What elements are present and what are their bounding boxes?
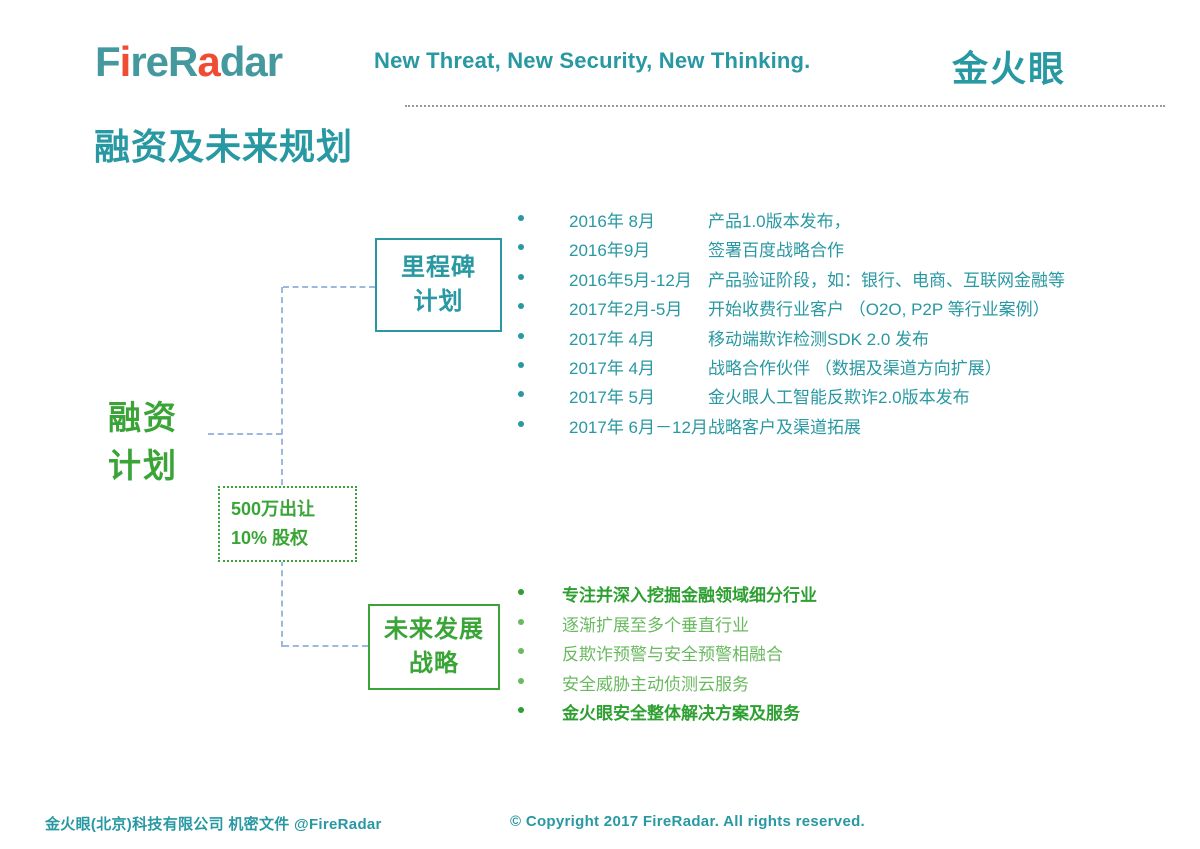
milestone-row: 2017年2月-5月 开始收费行业客户 （O2O, P2P 等行业案例） xyxy=(518,295,1050,320)
milestone-desc: 签署百度战略合作 xyxy=(708,241,844,261)
milestone-row: 2017年 5月 金火眼人工智能反欺诈2.0版本发布 xyxy=(518,383,970,408)
connector-vertical xyxy=(281,287,283,647)
bullet-icon xyxy=(518,244,524,251)
bullet-icon xyxy=(518,273,524,280)
milestone-row: 2016年5月-12月 产品验证阶段，如：银行、电商、互联网金融等 xyxy=(518,266,1065,291)
strategy-item: 逐渐扩展至多个垂直行业 xyxy=(518,611,749,636)
milestone-row: 2016年 8月 产品1.0版本发布， xyxy=(518,207,851,232)
brand-name-cn: 金火眼 xyxy=(952,48,1067,89)
milestone-row: 2017年 4月 战略合作伙伴 （数据及渠道方向扩展） xyxy=(518,354,1002,379)
future-strategy-line2: 战略 xyxy=(409,650,459,677)
logo-letter: F xyxy=(95,38,121,85)
logo-letter: dar xyxy=(219,38,283,85)
bullet-icon xyxy=(518,618,524,625)
milestone-date: 2017年2月-5月 xyxy=(569,300,683,320)
equity-offer-box: 500万出让 10% 股权 xyxy=(218,486,357,562)
bullet-icon xyxy=(518,648,524,654)
connector-root xyxy=(208,433,282,435)
header-divider xyxy=(405,105,1165,107)
financing-plan-label: 融资 计划 xyxy=(108,394,178,490)
equity-offer-line2: 10% 股权 xyxy=(231,528,309,548)
milestone-date: 2016年 8月 xyxy=(569,212,655,231)
milestone-desc: 金火眼人工智能反欺诈2.0版本发布 xyxy=(708,388,970,408)
connector-future xyxy=(283,645,368,647)
milestone-date: 2017年 5月 xyxy=(569,388,655,408)
milestone-row: 2017年 6月－12月 战略客户及渠道拓展 xyxy=(518,413,861,438)
bullet-icon xyxy=(518,707,524,713)
strategy-text: 专注并深入挖掘金融领域细分行业 xyxy=(562,586,817,605)
bullet-icon xyxy=(518,303,524,310)
milestone-desc: 战略客户及渠道拓展 xyxy=(708,417,861,437)
strategy-item: 金火眼安全整体解决方案及服务 xyxy=(518,699,800,724)
financing-plan-label-line2: 计划 xyxy=(108,447,178,484)
equity-offer-line1: 500万出让 xyxy=(231,499,316,519)
strategy-text: 逐渐扩展至多个垂直行业 xyxy=(562,615,749,635)
financing-plan-label-line1: 融资 xyxy=(108,399,178,436)
fireradar-logo: FireRadar xyxy=(95,38,283,86)
future-strategy-line1: 未来发展 xyxy=(384,616,484,643)
bullet-icon xyxy=(518,391,524,398)
strategy-item: 反欺诈预警与安全预警相融合 xyxy=(518,640,783,665)
bullet-icon xyxy=(518,420,524,427)
strategy-text: 安全威胁主动侦测云服务 xyxy=(562,674,749,694)
bullet-icon xyxy=(518,362,524,368)
footer-company-info: 金火眼(北京)科技有限公司 机密文件 @FireRadar xyxy=(45,816,382,833)
strategy-item: 安全威胁主动侦测云服务 xyxy=(518,670,749,695)
milestone-plan-line2: 计划 xyxy=(413,288,464,315)
bullet-icon xyxy=(518,332,524,339)
strategy-item: 专注并深入挖掘金融领域细分行业 xyxy=(518,581,817,606)
milestone-date: 2016年9月 xyxy=(569,241,651,261)
bullet-icon xyxy=(518,589,524,595)
milestone-plan-line1: 里程碑 xyxy=(401,254,476,281)
milestone-desc: 开始收费行业客户 （O2O, P2P 等行业案例） xyxy=(708,300,1050,320)
strategy-text: 金火眼安全整体解决方案及服务 xyxy=(562,704,800,723)
connector-milestone xyxy=(283,286,375,288)
milestone-row: 2017年 4月 移动端欺诈检测SDK 2.0 发布 xyxy=(518,325,929,350)
milestone-desc: 移动端欺诈检测SDK 2.0 发布 xyxy=(708,329,930,349)
footer-copyright: © Copyright 2017 FireRadar. All rights r… xyxy=(510,813,866,830)
logo-letter: a xyxy=(197,38,220,85)
milestone-desc: 产品1.0版本发布， xyxy=(708,212,851,231)
milestone-row: 2016年9月 签署百度战略合作 xyxy=(518,236,844,261)
milestone-date: 2017年 4月 xyxy=(569,329,655,349)
future-strategy-box: 未来发展 战略 xyxy=(368,604,500,690)
milestone-date: 2016年5月-12月 xyxy=(569,270,692,290)
header-tagline: New Threat, New Security, New Thinking. xyxy=(374,48,811,73)
bullet-icon xyxy=(518,215,524,221)
page-title: 融资及未来规划 xyxy=(94,126,354,167)
milestone-plan-box: 里程碑 计划 xyxy=(375,238,502,332)
logo-letter: i xyxy=(119,38,132,85)
bullet-icon xyxy=(518,677,524,684)
milestone-desc: 战略合作伙伴 （数据及渠道方向扩展） xyxy=(708,359,1002,378)
strategy-text: 反欺诈预警与安全预警相融合 xyxy=(562,645,783,664)
logo-letter: reR xyxy=(130,38,198,85)
milestone-desc: 产品验证阶段，如：银行、电商、互联网金融等 xyxy=(708,270,1065,290)
milestone-date: 2017年 4月 xyxy=(569,359,655,378)
milestone-date: 2017年 6月－12月 xyxy=(569,417,708,437)
